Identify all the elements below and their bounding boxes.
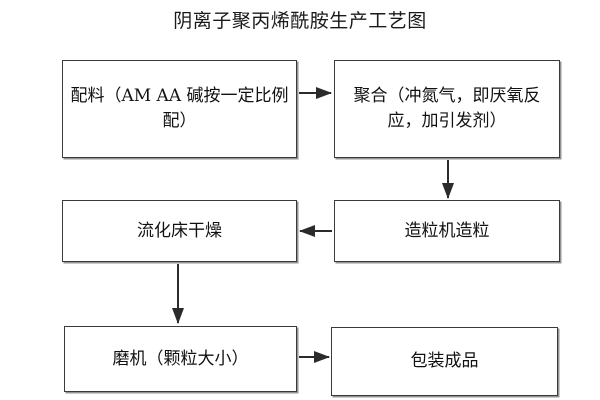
node-dry[interactable]: 流化床干燥 bbox=[62, 200, 297, 262]
node-pack-label: 包装成品 bbox=[410, 351, 479, 372]
node-gran-label: 造粒机造粒 bbox=[404, 220, 490, 241]
node-mill[interactable]: 磨机（颗粒大小） bbox=[64, 326, 297, 392]
node-prep[interactable]: 配料（AM AA 碱按一定比例配） bbox=[62, 60, 297, 158]
node-dry-label: 流化床干燥 bbox=[137, 220, 222, 241]
node-poly[interactable]: 聚合（冲氮气，即厌氧反应，加引发剂） bbox=[334, 60, 560, 158]
page-title: 阴离子聚丙烯酰胺生产工艺图 bbox=[173, 10, 427, 32]
node-mill-label: 磨机（颗粒大小） bbox=[112, 348, 249, 369]
node-gran[interactable]: 造粒机造粒 bbox=[334, 200, 560, 262]
node-poly-label: 聚合（冲氮气，即厌氧反应，加引发剂） bbox=[353, 86, 541, 131]
node-prep-label: 配料（AM AA 碱按一定比例配） bbox=[70, 86, 289, 131]
node-pack[interactable]: 包装成品 bbox=[331, 327, 558, 396]
